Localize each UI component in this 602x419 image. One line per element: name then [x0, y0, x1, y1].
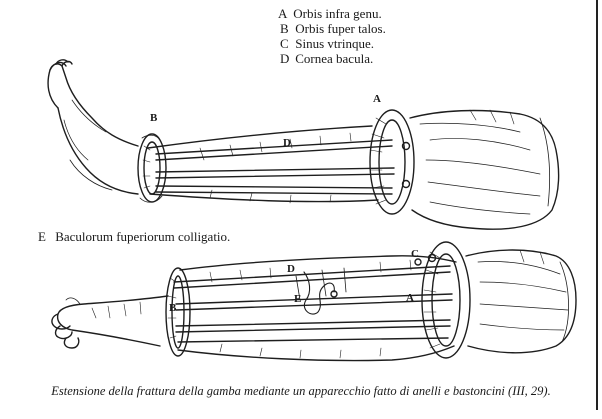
lower-calf: [179, 255, 457, 271]
figure-caption: Estensione della frattura della gamba me…: [51, 384, 551, 398]
upper-shin: [147, 125, 373, 149]
upper-thigh: [409, 109, 560, 230]
callout-top-a: A: [373, 93, 381, 105]
legend-letter: C: [280, 36, 289, 51]
legend-item-b: B Orbis fuper talos.: [280, 21, 386, 36]
legend-text: Cornea bacula.: [295, 51, 374, 66]
page-edge-rule: [596, 0, 598, 410]
ring-b-lower: [165, 267, 191, 357]
stick-binding-e: [303, 271, 335, 315]
lower-foot: [56, 295, 169, 347]
upper-leg-figure: [47, 59, 560, 230]
callout-bottom-e: E: [294, 293, 302, 305]
legend-letter: B: [280, 21, 289, 36]
legend-text: Orbis infra genu.: [293, 6, 382, 21]
callout-bottom-c: C: [411, 248, 419, 260]
ring-b-upper: [137, 133, 167, 203]
legend-letter: A: [278, 6, 288, 21]
ring-a-upper: [369, 109, 415, 215]
upper-foot: [47, 63, 139, 147]
upper-stick-d: [155, 139, 393, 155]
legend-letter: D: [280, 51, 290, 66]
legend-item-d: D Cornea bacula.: [280, 51, 386, 66]
upper-stick-3: [155, 185, 393, 189]
legend-item-a: A Orbis infra genu.: [278, 6, 386, 21]
lower-stick-d: [173, 265, 451, 283]
lower-leg-figure: [51, 241, 577, 362]
legend-item-c: C Sinus vtrinque.: [280, 36, 386, 51]
ring-a-lower: [421, 241, 471, 359]
lower-thigh: [465, 249, 577, 354]
callout-bottom-d: D: [287, 263, 295, 275]
legend-text: Orbis fuper talos.: [295, 21, 386, 36]
callout-bottom-a: A: [406, 292, 414, 304]
legend-text: Sinus vtrinque.: [295, 36, 374, 51]
legend-item-e: E Baculorum fuperiorum colligatio.: [38, 229, 230, 245]
legend-letter: E: [38, 229, 46, 244]
legend-text: Baculorum fuperiorum colligatio.: [55, 229, 231, 244]
callout-bottom-b: B: [169, 302, 177, 314]
upper-stick-2: [155, 167, 395, 173]
woodcut-illustration: [47, 59, 577, 362]
callout-top-d: D: [283, 137, 291, 149]
callout-top-b: B: [150, 112, 158, 124]
legend: A Orbis infra genu. B Orbis fuper talos.…: [278, 6, 386, 66]
